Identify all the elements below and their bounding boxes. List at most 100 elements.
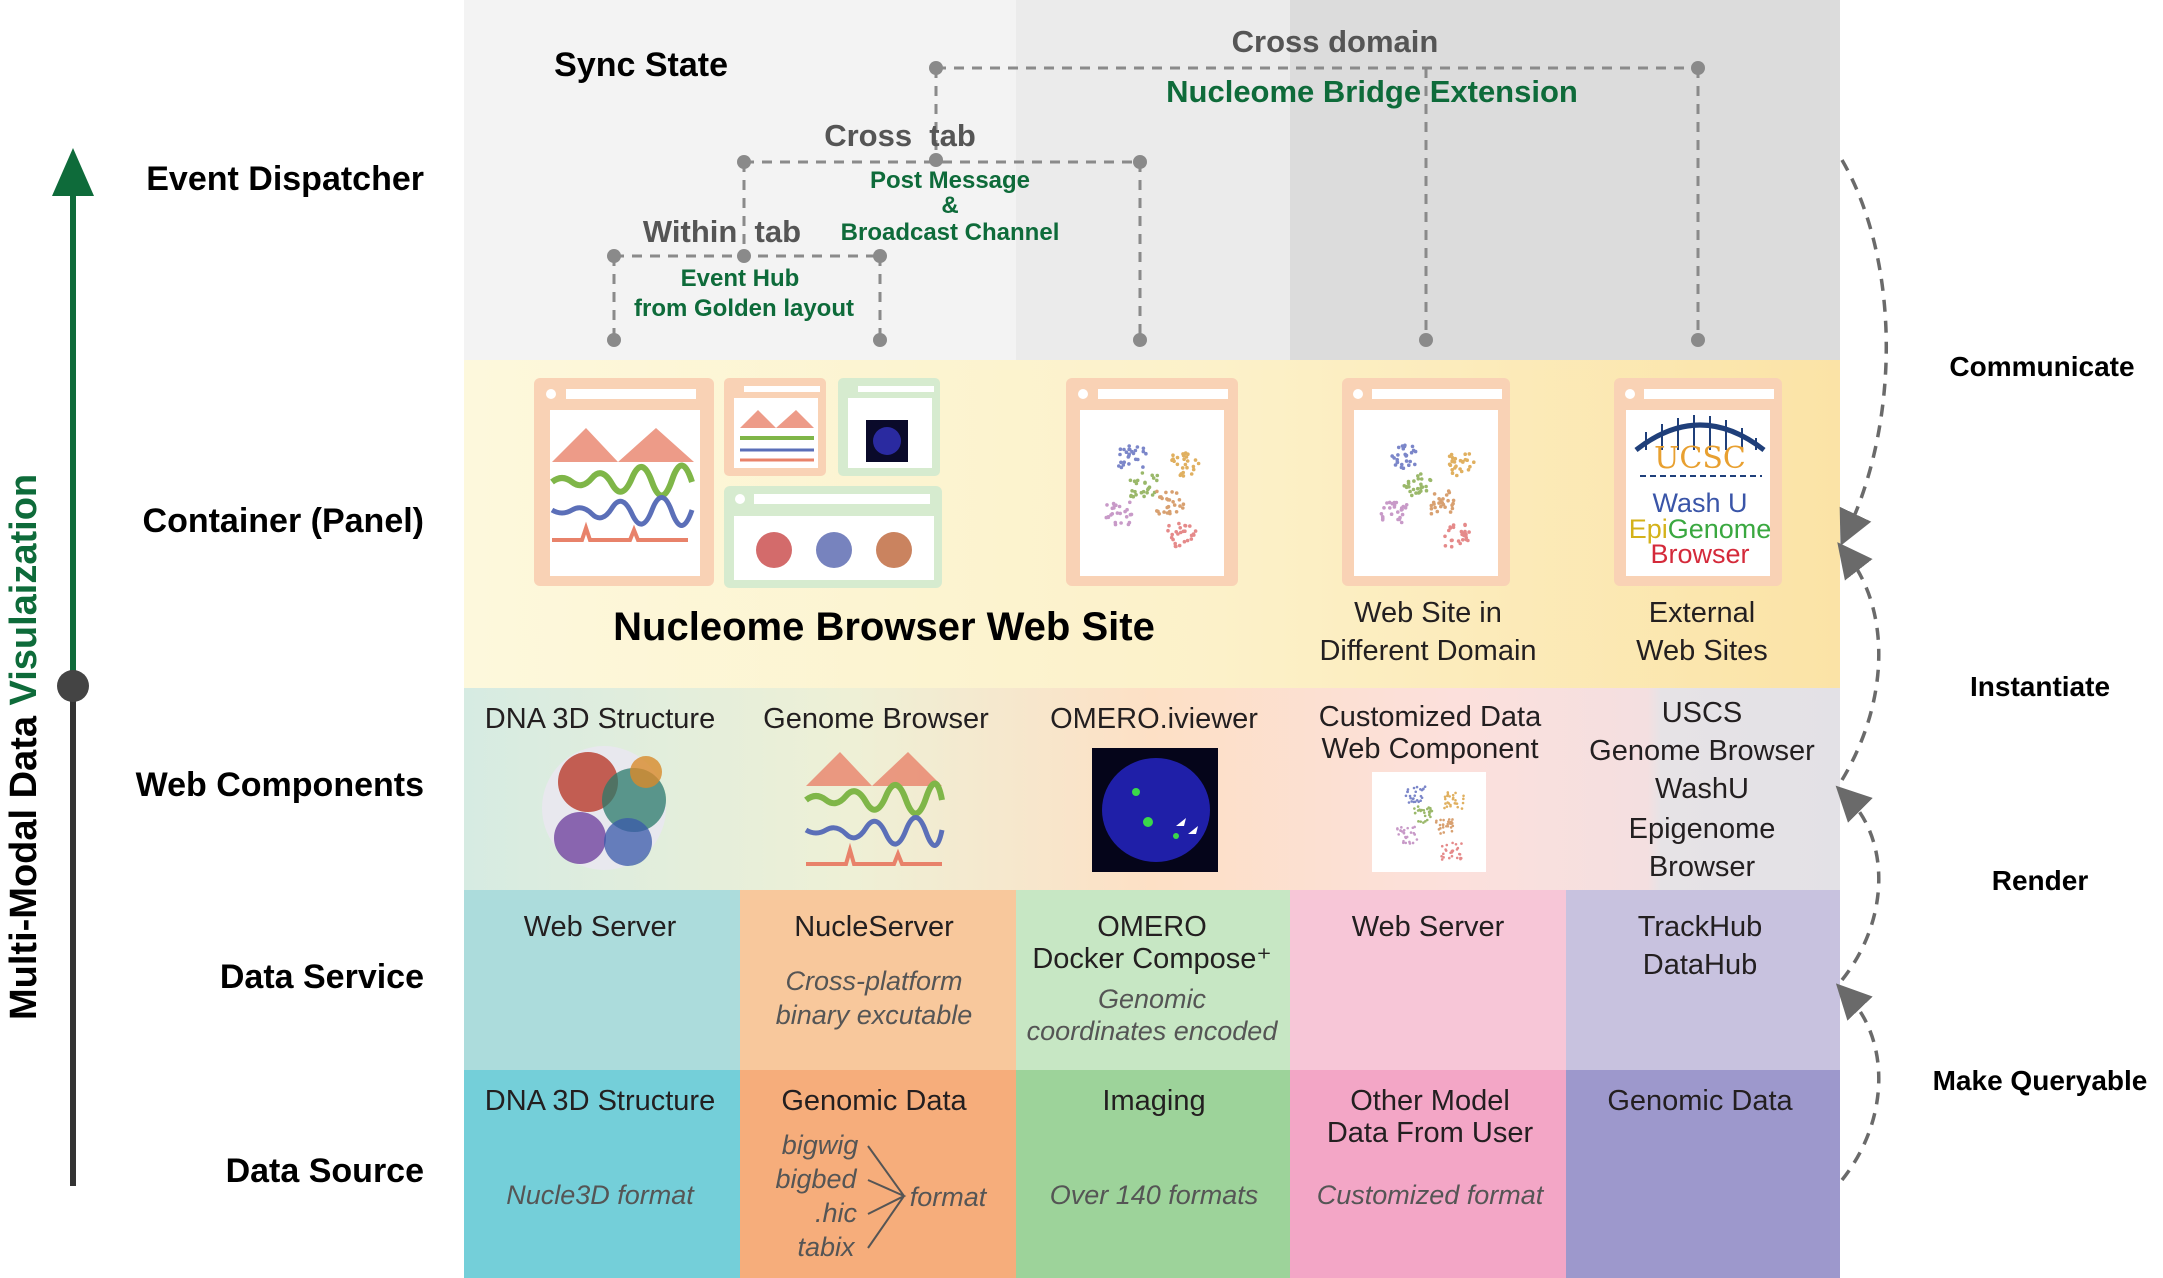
scatter-point (1171, 537, 1175, 542)
scatter-point (1196, 461, 1201, 466)
scatter-point (1447, 528, 1451, 533)
scatter-point (1434, 821, 1438, 824)
wc-ext-line1: USCS (1662, 697, 1743, 729)
scatter-point (1450, 538, 1454, 543)
scatter-point (1467, 452, 1472, 456)
scatter-point (1446, 792, 1450, 796)
scatter-point (1133, 489, 1137, 494)
scatter-point (1461, 801, 1465, 805)
scatter-point (1191, 464, 1196, 469)
axis-title-part1: Multi-Modal Data (3, 705, 45, 1020)
scatter-point (1427, 806, 1431, 809)
scatter-point (1134, 493, 1138, 497)
scatter-point (1449, 826, 1453, 829)
scatter-point (1407, 801, 1411, 804)
scatter-point (1119, 465, 1124, 470)
spot (1143, 817, 1153, 827)
source-imaging-title: Imaging (1102, 1085, 1205, 1117)
scatter-point (1413, 833, 1417, 836)
scatter-point (1447, 818, 1451, 821)
scatter-point (1392, 500, 1397, 505)
scatter-point (1173, 541, 1177, 546)
scatter-point (1127, 462, 1131, 466)
scatter-point (1419, 485, 1423, 490)
scatter-point (1396, 445, 1401, 450)
scatter-point (1448, 525, 1452, 529)
scatter-point (1133, 448, 1138, 453)
washu-genome: Genome (1668, 514, 1772, 544)
scatter-point (1390, 454, 1394, 458)
spot (1132, 788, 1140, 796)
scatter-point (1172, 503, 1177, 507)
scatter-point (1130, 489, 1134, 493)
scatter-point (1463, 457, 1468, 462)
scatter-point (1417, 800, 1420, 804)
scatter-point (1413, 462, 1417, 467)
scatter-point (1416, 477, 1421, 481)
panel-bar (754, 494, 930, 504)
scatter-point (1450, 829, 1454, 833)
scatter-point (1447, 820, 1450, 824)
scatter-point (1441, 826, 1445, 829)
process-arrows: Communicate Instantiate Render Make Quer… (1835, 159, 2147, 1182)
layer-event-dispatcher: Event Dispatcher (146, 160, 424, 198)
panel-dot (546, 389, 556, 399)
source-dna3d-sub: Nucle3D format (506, 1180, 695, 1210)
scatter-point (1135, 478, 1140, 483)
arrow-make-queryable (1835, 983, 1881, 1182)
sync-bg-within (464, 0, 1016, 360)
source-user-title1: Other Model (1350, 1085, 1510, 1117)
format-bigwig: bigwig (782, 1130, 859, 1160)
scatter-point (1404, 841, 1408, 845)
scatter-point (1444, 493, 1449, 497)
scatter-point (1443, 534, 1447, 539)
data-source-row (464, 1070, 1840, 1278)
service-nucleserver-sub1: Cross-platform (785, 966, 962, 996)
source-genomic-title: Genomic Data (781, 1085, 967, 1117)
scatter-point (1400, 462, 1404, 467)
scatter-point (1403, 506, 1408, 510)
scatter-point (1443, 806, 1446, 810)
connector-dot (1133, 333, 1147, 347)
service-cell-3 (1016, 890, 1290, 1070)
scatter-point (1151, 476, 1156, 480)
panel-3d-structures (724, 486, 942, 588)
scatter-point (1424, 820, 1427, 823)
track-blue-icon (550, 495, 695, 528)
scatter-point (1454, 799, 1457, 802)
scatter-point (1127, 444, 1131, 448)
scatter-point (1127, 520, 1132, 525)
scatter-point (1119, 521, 1123, 525)
scatter-point (1414, 491, 1418, 495)
source-cell-4 (1290, 1070, 1566, 1278)
panel-bar (858, 386, 934, 392)
scatter-point (1402, 831, 1406, 835)
panel-dot (1078, 389, 1088, 399)
dna-3d-structure-icon (542, 746, 666, 870)
scatter-point (1442, 831, 1446, 834)
scatter-point (1451, 498, 1456, 503)
scatter-point (1440, 854, 1443, 858)
scatter-point (1155, 473, 1160, 478)
track-red-icon (552, 521, 688, 542)
scatter-point (1183, 524, 1188, 528)
connector-dot (873, 333, 887, 347)
scatter-point (1462, 797, 1465, 801)
ucsc-logo-text: UCSC (1654, 441, 1746, 476)
scatter-point (1445, 843, 1449, 847)
scatter-point (1458, 852, 1461, 856)
scatter-point (1443, 795, 1447, 799)
service-cell-5 (1566, 890, 1840, 1070)
wc-dna3d-label: DNA 3D Structure (485, 703, 715, 735)
panel-scatter-site (1066, 378, 1238, 586)
layer-sync-state: Sync State (554, 46, 728, 84)
scatter-point (1171, 457, 1175, 461)
wc-genome-browser-label: Genome Browser (763, 703, 989, 735)
scatter-point (1182, 539, 1187, 544)
hic-triangle-icon (552, 428, 694, 462)
panel-bar (566, 389, 696, 399)
layer-container: Container (Panel) (143, 502, 424, 540)
omero-image-icon (1092, 748, 1218, 872)
track-green (804, 780, 945, 817)
sync-texts: Cross domain Nucleome Bridge Extension C… (634, 24, 1578, 322)
